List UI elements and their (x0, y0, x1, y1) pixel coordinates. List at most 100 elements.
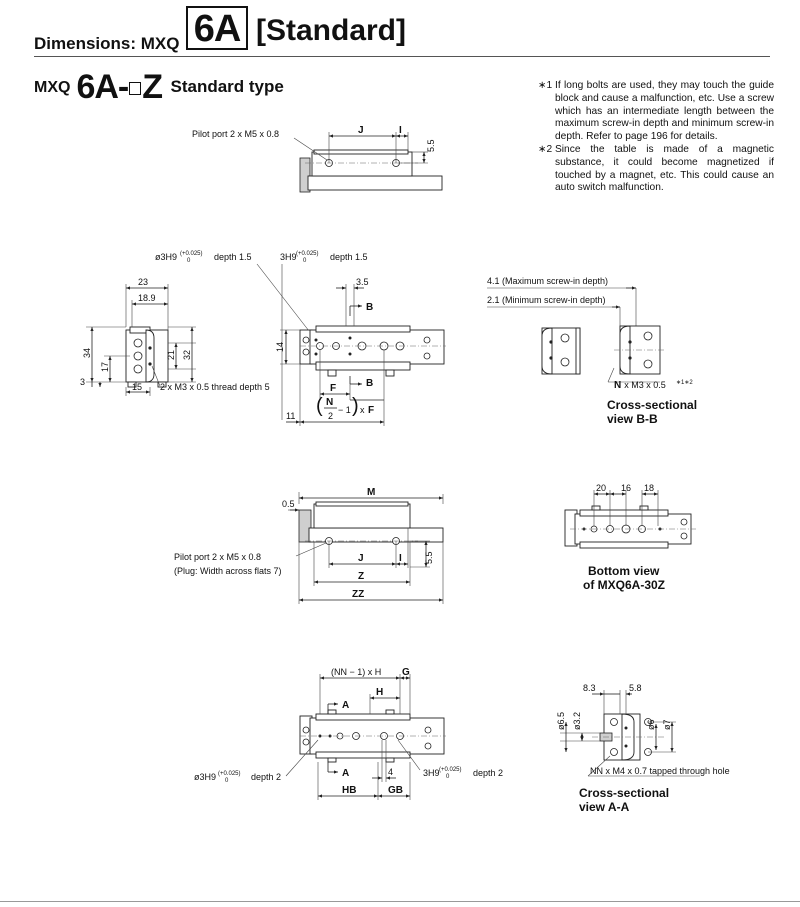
dim-20: 20 (596, 483, 606, 493)
dim-5-5-top: 5.5 (426, 139, 436, 152)
hole-left-label: ø3H9 (155, 252, 177, 262)
section-B-bottom: B (366, 378, 373, 389)
hole-bottom-right-label: 3H9 (423, 768, 440, 778)
front-view-main: ø3H9 (+0.025) 0 depth 1.5 3H9 (+0.025) 0… (155, 251, 446, 426)
dim-18: 18 (644, 483, 654, 493)
model-subtitle: MXQ 6A- Z Standard type (34, 68, 284, 106)
hole-left-tol-lower: 0 (187, 258, 191, 264)
plug-label: (Plug: Width across flats 7) (174, 566, 282, 576)
dim-32: 32 (182, 350, 192, 360)
section-A-top: A (342, 700, 349, 711)
note-2-mark: ∗2 (538, 143, 553, 155)
n-m3-spec: x M3 x 0.5 (624, 380, 666, 390)
hole-bottom-left-tol-lower: 0 (225, 778, 229, 784)
page-header: Dimensions: MXQ 6A [Standard] (0, 0, 800, 62)
dim-F: F (330, 383, 336, 394)
top-side-view: Pilot port 2 x M5 x 0.8 J I 5.5 (192, 125, 443, 193)
hole-bottom-right-depth: depth 2 (473, 768, 503, 778)
hole-right-label: 3H9 (280, 252, 297, 262)
bottom-view: 20 16 18 Bottom view of MXQ6A-30Z (564, 483, 696, 592)
hole-bottom-left-depth: depth 2 (251, 772, 281, 782)
dim-15: 15 (132, 382, 142, 392)
pilot-port-top-label: Pilot port 2 x M5 x 0.8 (192, 129, 279, 139)
dim-21: 21 (166, 350, 176, 360)
formula-2: 2 (328, 411, 333, 421)
formula-N: N (326, 397, 333, 408)
nn-m4-label: NN x M4 x 0.7 tapped through hole (590, 766, 730, 776)
dim-nn-h: (NN − 1) x H (331, 667, 381, 677)
hole-left-depth: depth 1.5 (214, 252, 252, 262)
model-main: 6A- (76, 68, 129, 106)
formula-paren-close: ) (352, 395, 359, 417)
section-A-bottom: A (342, 768, 349, 779)
hole-bottom-right-tol-upper: (+0.025) (439, 767, 462, 773)
dimensions-heading: Dimensions: MXQ (34, 34, 180, 53)
dim-J-top: J (358, 125, 364, 136)
min-screw-label: 2.1 (Minimum screw-in depth) (487, 295, 606, 305)
dim-11: 11 (286, 411, 295, 421)
pilot-port-mid-label: Pilot port 2 x M5 x 0.8 (174, 552, 261, 562)
dim-4: 4 (388, 767, 393, 777)
dim-GB: GB (388, 785, 403, 796)
dim-HB: HB (342, 785, 356, 796)
dim-17: 17 (100, 362, 110, 372)
dim-H: H (376, 687, 383, 698)
stroke-placeholder-box (129, 82, 142, 95)
dim-18-9: 18.9 (138, 293, 156, 303)
n-m3-note: ∗1∗2 (676, 380, 693, 386)
hole-left-tol-upper: (+0.025) (180, 251, 203, 257)
dim-M: M (367, 487, 375, 498)
formula-minus-one: − 1 (338, 405, 351, 415)
dim-d6: ø6 (646, 719, 656, 730)
dim-3-5: 3.5 (356, 277, 369, 287)
n-m3-label: N (614, 380, 621, 391)
subtitle-prefix: MXQ (34, 79, 71, 96)
side-view-mid: M 0.5 J I 5.5 Z ZZ Pilot port 2 x M5 x 0… (174, 487, 444, 604)
subtitle-type: Standard type (170, 77, 284, 96)
dim-34: 34 (82, 348, 92, 358)
dim-d6-5: ø6.5 (556, 712, 566, 730)
standard-heading: [Standard] (256, 14, 406, 47)
dim-14: 14 (275, 342, 285, 352)
dim-8-3: 8.3 (583, 683, 596, 693)
dim-5-5-mid: 5.5 (424, 551, 434, 564)
dim-23: 23 (138, 277, 148, 287)
hole-bottom-left-label: ø3H9 (194, 772, 216, 782)
note-1-text: If long bolts are used, they may touch t… (555, 80, 774, 143)
hole-right-depth: depth 1.5 (330, 252, 368, 262)
cross-section-bb: 4.1 (Maximum screw-in depth) 2.1 (Minimu… (487, 276, 697, 426)
hole-right-tol-lower: 0 (303, 258, 307, 264)
end-view-left: 23 18.9 34 17 21 32 3 15 2 x M3 x 0.5 th… (80, 277, 270, 396)
dim-G: G (402, 667, 410, 678)
section-B-top: B (366, 302, 373, 313)
formula-times: x (360, 405, 365, 415)
hole-bottom-left-tol-upper: (+0.025) (218, 771, 241, 777)
dim-ZZ: ZZ (352, 589, 364, 600)
max-screw-label: 4.1 (Maximum screw-in depth) (487, 276, 608, 286)
header-rule (34, 56, 770, 57)
dim-16: 16 (621, 483, 631, 493)
bottom-view-caption-1: Bottom view (588, 564, 660, 578)
cs-aa-caption-2: view A-A (579, 800, 630, 814)
subtitle-model: 6A- Z (76, 68, 163, 106)
hole-right-tol-upper: (+0.025) (296, 251, 319, 257)
formula-paren-open: ( (316, 395, 323, 417)
dim-I-top: I (399, 125, 402, 136)
dim-Z: Z (358, 571, 364, 582)
front-view-lower: (NN − 1) x H G H A A HB GB 4 ø3H9 (+0.02… (194, 667, 503, 800)
dim-0-5: 0.5 (282, 499, 295, 509)
dim-3: 3 (80, 377, 85, 387)
note-1-mark: ∗1 (538, 80, 553, 91)
cs-aa-caption-1: Cross-sectional (579, 786, 669, 800)
dim-J-mid: J (358, 553, 364, 564)
dim-d3-2: ø3.2 (572, 712, 582, 730)
formula-F: F (368, 405, 374, 416)
size-box: 6A (186, 6, 248, 50)
footer-rule (0, 901, 800, 902)
hole-bottom-right-tol-lower: 0 (446, 774, 450, 780)
cs-bb-caption-2: view B-B (607, 412, 658, 426)
model-suffix: Z (142, 68, 163, 106)
